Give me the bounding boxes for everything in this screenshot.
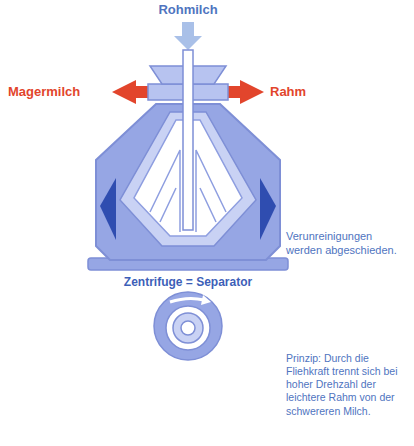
caption-label: Zentrifuge = Separator [68,275,308,290]
top-view-rim [154,292,222,360]
output-label: Magermilch [8,84,108,100]
feed-label: Rohmilch [88,2,288,18]
skim-arrow [112,80,150,104]
top-view-tube [181,321,195,335]
rotation-arrow [170,298,204,302]
top-view-disc [173,313,203,343]
sediment-right [260,178,276,240]
feed-arrow [174,22,202,50]
feed-tube [183,50,193,230]
rotation-arrowhead [201,295,211,305]
top-view-drum [166,306,210,350]
principle-note: Prinzip: Durch die Fliehkraft trennt sic… [286,352,410,418]
cream-arrow [226,80,264,104]
note: Verunreinigungen werden abgeschieden. [286,230,410,258]
sediment-left [100,178,116,240]
output-label: Rahm [270,84,370,100]
